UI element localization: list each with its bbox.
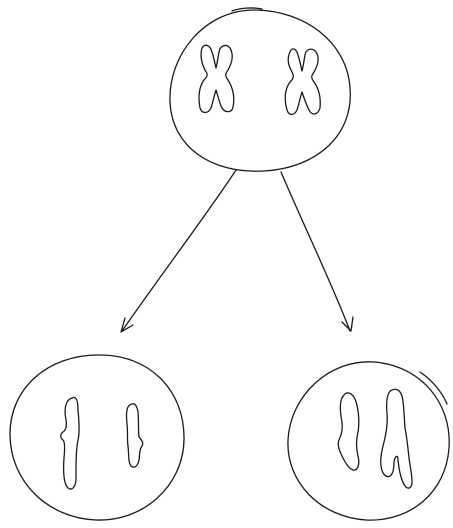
right-daughter-membrane-overlap [419,371,448,405]
parent-cell-membrane-overlap [231,7,263,12]
arrow-to-left-daughter [120,169,237,333]
left-daughter-chromosome-2 [125,403,144,468]
right-daughter-cell [287,361,450,521]
arrow-head-left [120,317,134,333]
right-daughter-chromosome-1 [337,392,360,471]
right-daughter-membrane [287,361,450,521]
left-daughter-cell [9,354,185,521]
right-daughter-chromosome-2 [380,388,413,489]
arrow-head-right [341,316,354,332]
arrow-to-right-daughter [280,171,354,332]
left-daughter-chromosome-1 [60,396,80,490]
arrow-shaft-left [121,169,237,332]
parent-chromosome-2 [284,48,321,116]
parent-cell-membrane [169,9,351,172]
left-daughter-membrane [9,354,185,521]
parent-chromosome-1 [198,44,235,114]
parent-cell [169,7,351,172]
arrow-shaft-right [280,171,351,332]
